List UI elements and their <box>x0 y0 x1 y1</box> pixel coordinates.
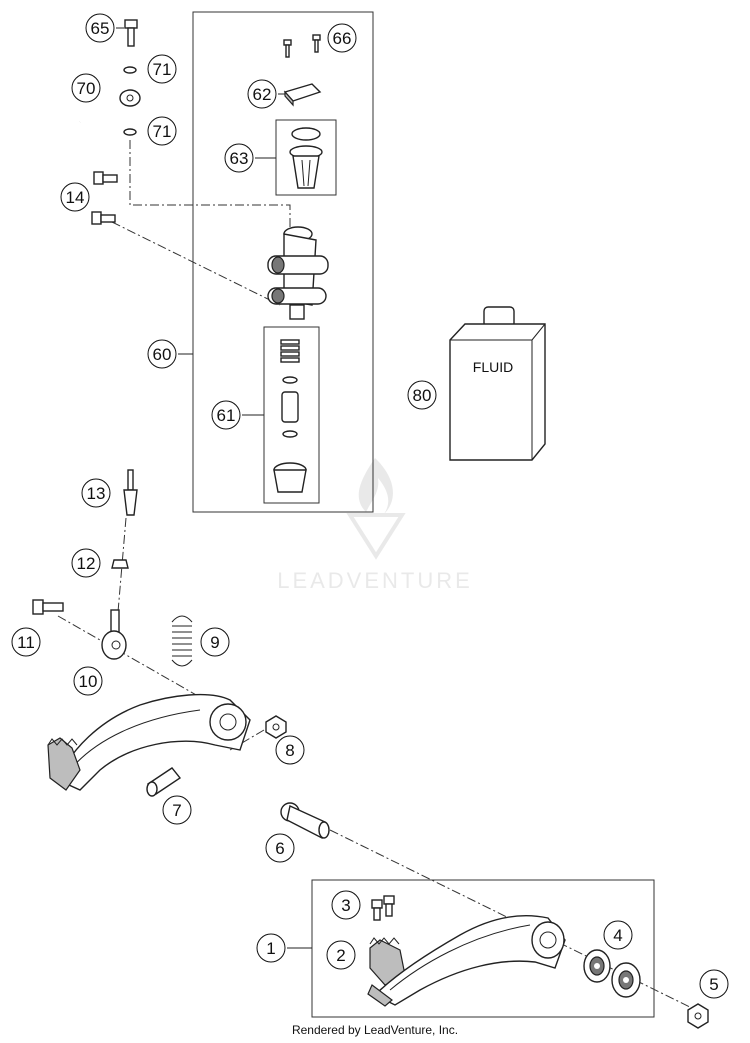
svg-text:9: 9 <box>210 633 219 652</box>
callout-11: 11 <box>11 627 41 657</box>
svg-text:12: 12 <box>77 554 96 573</box>
svg-text:65: 65 <box>91 19 110 38</box>
pin-7 <box>146 767 182 797</box>
clevis-10 <box>101 609 127 660</box>
svg-text:8: 8 <box>285 741 294 760</box>
callout-70: 70 <box>71 73 101 103</box>
svg-text:70: 70 <box>77 79 96 98</box>
svg-text:62: 62 <box>253 85 272 104</box>
svg-text:61: 61 <box>217 406 236 425</box>
callout-65: 65 <box>85 13 115 43</box>
fluid-label: FLUID <box>473 359 513 375</box>
callout-8: 8 <box>275 735 305 765</box>
banjo-bolt-65 <box>124 19 138 47</box>
bearings-4 <box>583 949 641 998</box>
screws-66 <box>283 34 321 58</box>
brake-pedal-assembly-1 <box>367 915 566 1007</box>
leadventure-watermark: LEADVENTURE <box>277 458 473 593</box>
callout-9: 9 <box>200 627 230 657</box>
callout-13: 13 <box>81 478 111 508</box>
callout-14: 14 <box>60 182 90 212</box>
mounting-bolts-14 <box>91 171 118 225</box>
svg-text:5: 5 <box>709 975 718 994</box>
diaphragm-63 <box>289 127 323 189</box>
washer-71-upper <box>123 66 137 74</box>
callout-63: 63 <box>224 143 254 173</box>
callout-10: 10 <box>73 666 103 696</box>
svg-text:10: 10 <box>79 672 98 691</box>
callout-3: 3 <box>331 890 361 920</box>
fluid-bottle-80: FLUID <box>449 306 546 461</box>
bolt-11 <box>32 599 64 615</box>
svg-text:66: 66 <box>333 29 352 48</box>
svg-text:14: 14 <box>66 188 85 207</box>
svg-text:71: 71 <box>153 60 172 79</box>
push-rod-13 <box>123 469 138 516</box>
callout-71-lower: 71 <box>147 116 177 146</box>
footer-credit: Rendered by LeadVenture, Inc. <box>291 1023 459 1037</box>
callout-7: 7 <box>162 795 192 825</box>
callout-2: 2 <box>326 940 356 970</box>
svg-text:7: 7 <box>172 801 181 820</box>
svg-text:63: 63 <box>230 149 249 168</box>
svg-text:60: 60 <box>153 345 172 364</box>
nut-8 <box>265 715 287 739</box>
callout-1: 1 <box>256 933 286 963</box>
washer-71-lower <box>123 128 137 136</box>
svg-text:2: 2 <box>336 946 345 965</box>
callout-61: 61 <box>211 400 241 430</box>
callout-6: 6 <box>265 833 295 863</box>
shoulder-bolt-6 <box>280 802 330 840</box>
callouts: 65 66 71 70 71 62 63 14 60 61 80 13 12 1… <box>11 13 729 999</box>
svg-text:11: 11 <box>17 633 35 652</box>
leader-lines <box>116 27 312 949</box>
callout-80: 80 <box>407 380 437 410</box>
svg-text:13: 13 <box>87 484 106 503</box>
callout-62: 62 <box>247 79 277 109</box>
svg-text:80: 80 <box>413 386 432 405</box>
spring-9 <box>171 615 193 667</box>
svg-text:1: 1 <box>266 939 275 958</box>
watermark-text: LEADVENTURE <box>277 568 473 593</box>
callout-5: 5 <box>699 969 729 999</box>
callout-71-upper: 71 <box>147 54 177 84</box>
nut-5 <box>687 1003 709 1029</box>
svg-text:71: 71 <box>153 122 172 141</box>
svg-text:3: 3 <box>341 896 350 915</box>
brake-pedal-upper <box>47 693 251 791</box>
piston-kit-61 <box>273 339 307 493</box>
nut-12 <box>111 559 129 569</box>
master-cylinder-60 <box>267 226 329 320</box>
screws-3 <box>371 895 395 921</box>
reservoir-cap-62 <box>283 83 322 107</box>
callout-4: 4 <box>603 920 633 950</box>
svg-text:4: 4 <box>613 926 622 945</box>
callout-60: 60 <box>147 339 177 369</box>
callout-66: 66 <box>327 23 357 53</box>
brake-hose-70 <box>79 89 141 124</box>
callout-12: 12 <box>71 548 101 578</box>
svg-text:6: 6 <box>275 839 284 858</box>
